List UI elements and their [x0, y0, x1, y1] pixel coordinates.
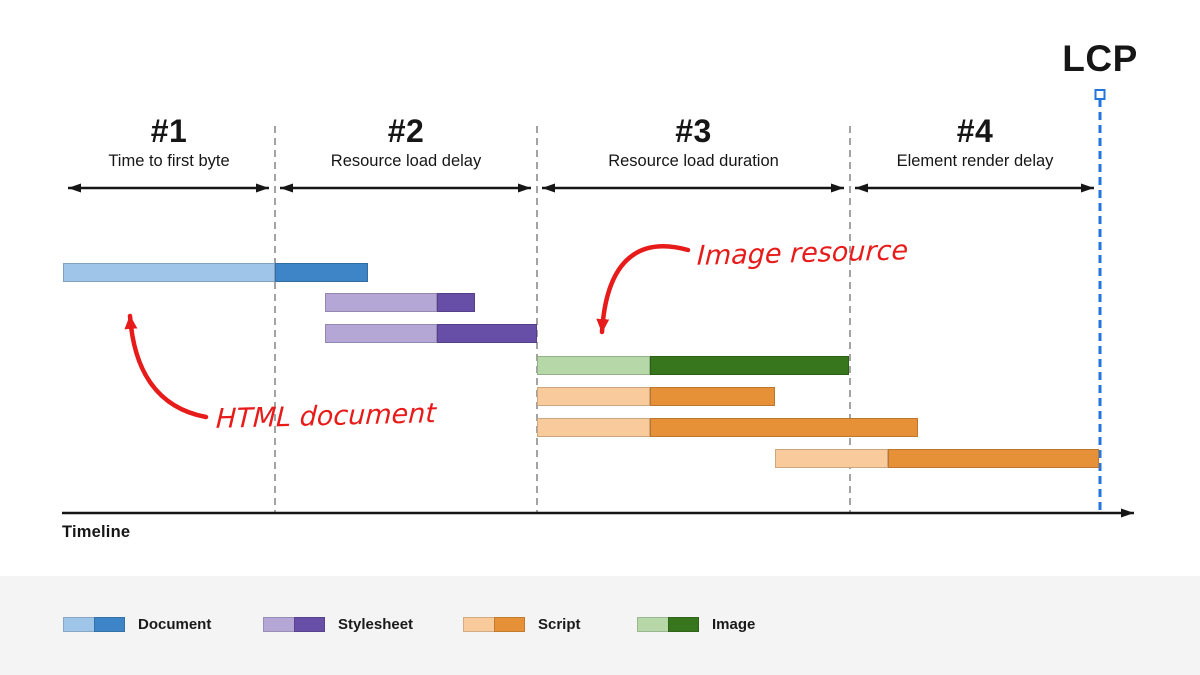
legend-label-stylesheet: Stylesheet — [338, 616, 414, 633]
legend-label-script: Script — [538, 616, 581, 633]
image-resource-arrow — [596, 244, 691, 335]
lcp-label: LCP — [1062, 38, 1138, 79]
bar-script-dark-segment — [650, 387, 775, 406]
legend-swatch-image — [637, 617, 699, 632]
legend-swatch-document — [63, 617, 125, 632]
bar-stylesheet-dark-segment — [437, 293, 475, 312]
bar-script-light-segment — [537, 387, 650, 406]
phase-4-name: Element render delay — [896, 152, 1054, 170]
legend-swatch-script — [463, 617, 525, 632]
bar-stylesheet-light-segment — [325, 293, 437, 312]
lcp-pin-square — [1094, 89, 1106, 100]
phase-1-number: #1 — [150, 113, 188, 149]
annotation-arrows — [124, 244, 691, 420]
bar-image-dark-segment — [650, 356, 849, 375]
bar-script-light-segment — [537, 418, 650, 437]
bar-document-dark-segment — [275, 263, 368, 282]
bar-image-light-segment — [537, 356, 650, 375]
phase-4-number: #4 — [956, 113, 994, 149]
bar-script-dark-segment — [888, 449, 1099, 468]
phase-1-name: Time to first byte — [108, 152, 230, 170]
swatch-dark — [667, 617, 699, 632]
legend-item-stylesheet: Stylesheet — [263, 616, 413, 633]
bar-stylesheet-light-segment — [325, 324, 437, 343]
timeline-axis-label: Timeline — [62, 523, 131, 541]
legend-swatch-stylesheet — [263, 617, 325, 632]
phase-3-number: #3 — [675, 113, 712, 149]
swatch-dark — [493, 617, 525, 632]
bar-script-light-segment — [775, 449, 888, 468]
legend-label-image: Image — [712, 616, 756, 633]
legend: Document Stylesheet Script Image — [0, 576, 1200, 675]
legend-item-image: Image — [637, 616, 755, 633]
swatch-light — [463, 617, 494, 632]
legend-label-document: Document — [138, 616, 212, 633]
bar-script-dark-segment — [650, 418, 918, 437]
legend-item-document: Document — [63, 616, 211, 633]
swatch-dark — [93, 617, 125, 632]
swatch-light — [263, 617, 294, 632]
phase-3-name: Resource load duration — [608, 152, 779, 170]
swatch-dark — [293, 617, 325, 632]
bar-document-light-segment — [63, 263, 275, 282]
phase-2-number: #2 — [387, 113, 425, 149]
html-document-arrow — [124, 313, 209, 420]
image-resource-note: Image resource — [696, 235, 909, 272]
bar-stylesheet-dark-segment — [437, 324, 537, 343]
swatch-light — [63, 617, 94, 632]
lcp-vertical-marker — [1094, 89, 1106, 513]
html-document-note: HTML document — [215, 398, 437, 435]
legend-item-script: Script — [463, 616, 581, 633]
phase-divider-lines — [274, 126, 851, 513]
phase-2-name: Resource load delay — [330, 152, 482, 170]
swatch-light — [637, 617, 668, 632]
